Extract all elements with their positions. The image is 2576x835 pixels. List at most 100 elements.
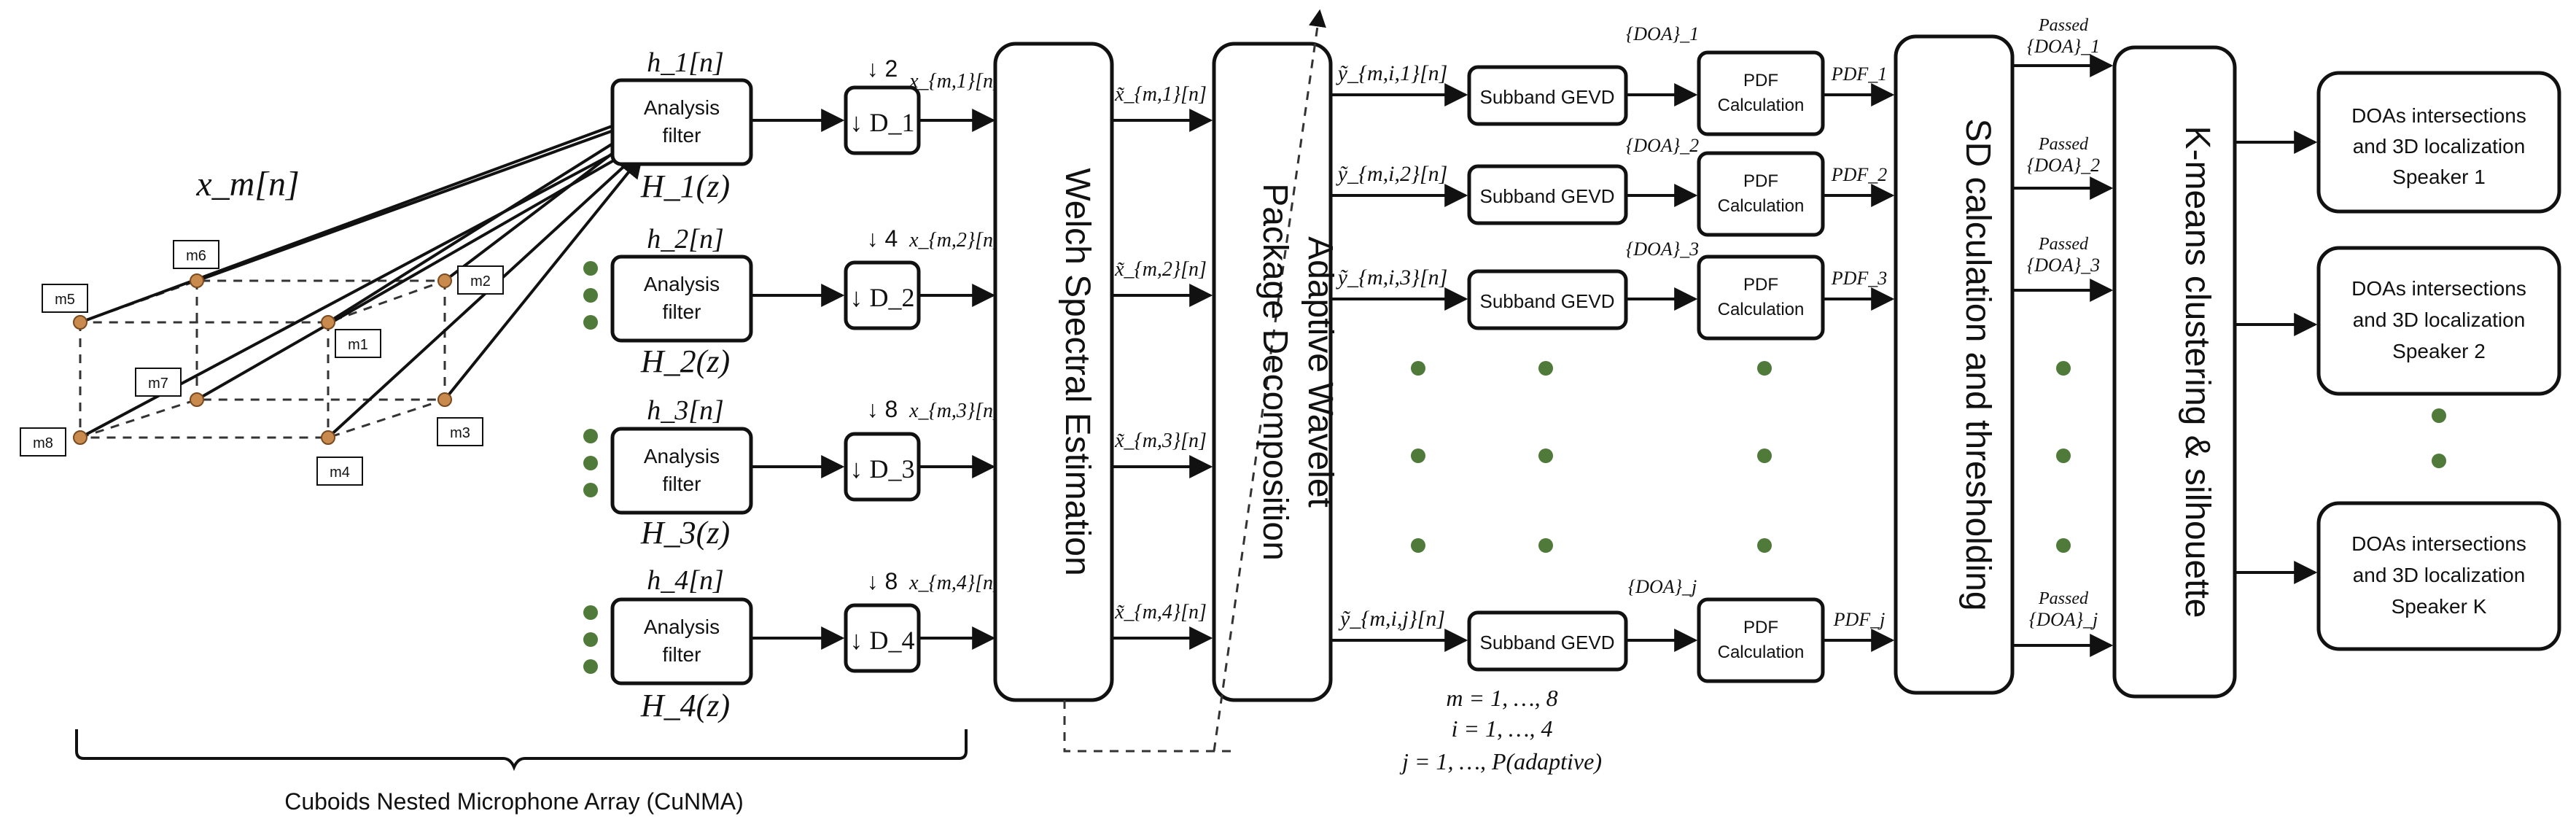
sd-threshold-box: [1894, 34, 2015, 695]
pdf-label: Calculation: [1718, 196, 1805, 216]
pdf-output-label: PDF_1: [1831, 63, 1888, 85]
output-speaker-k: DOAs intersections and 3D localization S…: [2316, 501, 2561, 651]
analysis-filter-label: filter: [663, 124, 701, 147]
analysis-filter-box: [610, 427, 753, 515]
impulse-response-label: h_2[n]: [647, 224, 724, 255]
subband-signal-label: x_{m,4}[n]: [908, 572, 1001, 594]
wavelet-block: Adaptive Wavelet Package Decomposition: [1063, 9, 1339, 753]
mic-label-m2: m2: [470, 273, 491, 290]
pdf-calculation-box: [1697, 151, 1825, 237]
output-label: and 3D localization: [2353, 135, 2526, 158]
subband-row-3: ỹ_{m,i,3}[n] Subband GEVD {DOA}_3 PDF Ca…: [1331, 238, 1895, 341]
analysis-filter-label: Analysis: [644, 273, 720, 295]
transfer-function-label: H_2(z): [640, 343, 730, 379]
analysis-filter-label: filter: [663, 643, 701, 666]
kmeans-label: K-means clustering & silhouette: [2178, 126, 2217, 618]
mic-m7: [190, 392, 204, 407]
wavelet-label-line1: Adaptive Wavelet: [1301, 236, 1339, 508]
mic-label-box: [135, 368, 182, 397]
welch-output-label: x̃_{m,4}[n]: [1114, 601, 1207, 624]
subband-gevd-label: Subband GEVD: [1479, 86, 1614, 108]
mic-label-box: [42, 284, 88, 313]
pdf-calculation-box: [1697, 597, 1825, 683]
analysis-filter-label: filter: [663, 473, 701, 495]
speaker-localization-box: [2316, 501, 2561, 651]
mic-label-m8: m8: [33, 435, 53, 451]
subband-output-label: ỹ_{m,i,3}[n]: [1336, 265, 1448, 290]
subband-gevd-label: Subband GEVD: [1479, 185, 1614, 207]
pdf-label: PDF: [1743, 618, 1778, 637]
cuboid-bottom-face: [79, 398, 445, 439]
subband-gevd-label: Subband GEVD: [1479, 632, 1614, 653]
pdf-output-label: PDF_j: [1833, 609, 1886, 630]
output-label: Speaker 1: [2392, 166, 2486, 188]
output-label: DOAs intersections: [2351, 532, 2526, 555]
output-speaker-2: DOAs intersections and 3D localization S…: [2316, 246, 2561, 396]
filter-row-1: h_1[n] Analysis filter H_1(z) ↓ 2 ↓ D_1 …: [610, 47, 1001, 204]
pdf-label: Calculation: [1718, 300, 1805, 319]
mic-label-m3: m3: [450, 425, 470, 441]
passed-doa-label: {DOA}_3: [2027, 255, 2100, 276]
index-m: m = 1, …, 8: [1446, 685, 1557, 711]
analysis-filter-label: filter: [663, 300, 701, 323]
mic-label-box: [437, 417, 483, 446]
output-dots: [2432, 408, 2446, 468]
mic-m8: [73, 430, 87, 445]
output-label: DOAs intersections: [2351, 277, 2526, 300]
wavelet-decomposition-box: [1212, 42, 1333, 702]
mic-m3: [437, 392, 452, 407]
mic-label-m7: m7: [148, 376, 168, 392]
mic-label-m6: m6: [186, 248, 206, 264]
downsampler-label: ↓ D_4: [850, 626, 915, 655]
index-j: j = 1, …, P(adaptive): [1399, 748, 1602, 774]
passed-label: Passed: [2038, 235, 2089, 254]
adaptive-feedback-arrow: [1213, 9, 1326, 752]
analysis-filter-box: [610, 255, 753, 343]
feedback-path: [1063, 700, 1232, 753]
subband-gevd-label: Subband GEVD: [1479, 290, 1614, 312]
decimation-rate: ↓ 8: [867, 396, 898, 422]
output-label: Speaker 2: [2392, 340, 2486, 362]
mic-label-box: [316, 457, 363, 486]
index-i: i = 1, …, 4: [1452, 715, 1553, 742]
array-brace: [75, 729, 968, 772]
doa-label: {DOA}_j: [1628, 576, 1697, 597]
subband-row-2: ỹ_{m,i,2}[n] Subband GEVD {DOA}_2 PDF Ca…: [1331, 135, 1895, 237]
passed-label: Passed: [2038, 135, 2089, 154]
filter-row-3: h_3[n] Analysis filter H_3(z) ↓ 8 ↓ D_3 …: [610, 395, 1001, 551]
output-speaker-1: DOAs intersections and 3D localization S…: [2316, 71, 2561, 214]
array-caption: Cuboids Nested Microphone Array (CuNMA): [284, 788, 744, 815]
passed-doa-label: {DOA}_2: [2027, 155, 2100, 176]
filter-row-4: h_4[n] Analysis filter H_4(z) ↓ 8 ↓ D_4 …: [610, 565, 1001, 723]
doa-label: {DOA}_2: [1626, 135, 1699, 156]
analysis-filter-label: Analysis: [644, 445, 720, 467]
subband-row-j: ỹ_{m,i,j}[n] Subband GEVD {DOA}_j PDF Ca…: [1331, 576, 1895, 683]
transfer-function-label: H_4(z): [640, 688, 730, 723]
analysis-filter-box: [610, 78, 753, 166]
impulse-response-label: h_4[n]: [647, 565, 724, 596]
pdf-output-label: PDF_3: [1831, 268, 1888, 289]
passed-label: Passed: [2038, 16, 2089, 35]
signal-label: x_m[n]: [195, 165, 299, 203]
welch-output-label: x̃_{m,3}[n]: [1114, 430, 1207, 452]
kmeans-silhouette-box: [2112, 45, 2237, 699]
pdf-label: PDF: [1743, 71, 1778, 90]
sd-label: SD calculation and thresholding: [1958, 118, 1997, 610]
welch-output-label: x̃_{m,2}[n]: [1114, 258, 1207, 281]
output-label: DOAs intersections: [2351, 104, 2526, 127]
mic-to-filter-lines: [79, 111, 645, 439]
downsampler-label: ↓ D_2: [850, 283, 915, 312]
subband-signal-label: x_{m,1}[n]: [908, 70, 1001, 93]
pdf-label: PDF: [1743, 275, 1778, 295]
transfer-function-label: H_3(z): [640, 515, 730, 551]
subband-signal-label: x_{m,3}[n]: [908, 400, 1001, 422]
welch-label: Welch Spectral Estimation: [1058, 168, 1097, 575]
microphone-array: m1 m2 m3 m4 m5 m6 m7 m8 x_m[n] Cuboids N…: [20, 111, 968, 815]
kmeans-block: K-means clustering & silhouette: [2112, 45, 2318, 699]
subband-output-label: ỹ_{m,i,1}[n]: [1336, 61, 1448, 85]
subband-dots: [1411, 361, 2071, 553]
decimation-rate: ↓ 4: [867, 225, 898, 252]
doa-label: {DOA}_3: [1626, 238, 1699, 260]
filter-dots: [583, 261, 598, 674]
output-label: and 3D localization: [2353, 564, 2526, 586]
